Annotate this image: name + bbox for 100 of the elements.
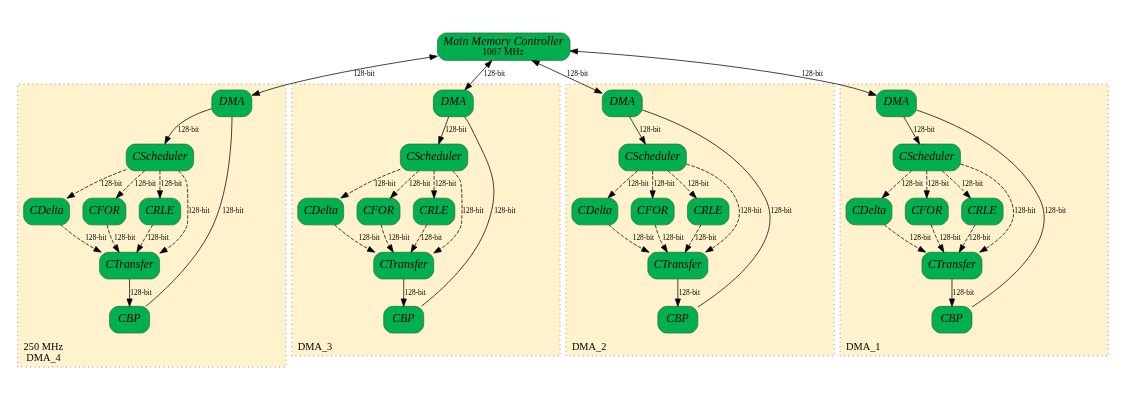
node-box: CFOR bbox=[630, 197, 675, 225]
edge-label: 128-bit bbox=[388, 232, 410, 242]
edge-label: 128-bit bbox=[408, 178, 431, 188]
edge-label: 128-bit bbox=[770, 205, 792, 215]
edge-label: 128-bit bbox=[969, 232, 991, 242]
connector bbox=[145, 116, 233, 307]
edge-label: 128-bit bbox=[462, 205, 484, 215]
edge-label: 128-bit bbox=[909, 232, 932, 242]
arrow bbox=[686, 163, 740, 253]
node-box: CBP bbox=[931, 305, 973, 333]
arrow bbox=[654, 224, 668, 253]
edge-label: 128-bit bbox=[445, 124, 467, 134]
node-box: CScheduler bbox=[618, 143, 687, 171]
node-box: CTransfer bbox=[921, 251, 983, 279]
node-box: DMA bbox=[876, 89, 917, 117]
node-box: CBP bbox=[383, 305, 425, 333]
arrow bbox=[390, 170, 420, 198]
edge-label: 128-bit bbox=[134, 178, 157, 188]
edge-label: 128-bit bbox=[85, 232, 107, 242]
node-box: CBP bbox=[109, 305, 150, 333]
arrow bbox=[930, 224, 945, 252]
edge-label: 128-bit bbox=[1044, 205, 1067, 215]
arrow bbox=[881, 170, 912, 198]
node-box: DMA bbox=[432, 89, 474, 117]
arrow bbox=[923, 170, 930, 199]
node-box: CFOR bbox=[904, 197, 949, 225]
node-box: CRLE bbox=[961, 197, 1004, 225]
node-box: DMA bbox=[601, 89, 643, 117]
edge-label: 128-bit bbox=[188, 205, 210, 215]
connector bbox=[421, 116, 495, 306]
arrow bbox=[136, 224, 153, 253]
node-box: CTransfer bbox=[373, 251, 435, 279]
arrow bbox=[903, 115, 920, 144]
edge-label: 128-bit bbox=[374, 178, 396, 188]
edge-label: 128-bit bbox=[353, 68, 375, 78]
edge-label: 128-bit bbox=[913, 124, 935, 134]
arrow bbox=[941, 170, 971, 198]
connector bbox=[916, 109, 1045, 307]
edge-label: 128-bit bbox=[566, 68, 589, 78]
edge-label: 128-bit bbox=[404, 287, 426, 296]
arrow bbox=[431, 170, 438, 199]
edge-label: 128-bit bbox=[434, 178, 457, 188]
edge-label: 128-bit bbox=[222, 205, 244, 215]
arrow bbox=[334, 224, 376, 253]
edge-label: 128-bit bbox=[420, 232, 443, 242]
edge-label: 128-bit bbox=[483, 68, 506, 78]
edge-label: 128-bit bbox=[939, 232, 961, 242]
arrow bbox=[115, 170, 146, 198]
arrow bbox=[674, 278, 681, 307]
arrow bbox=[60, 224, 102, 253]
arrow bbox=[569, 47, 877, 96]
node-box: CDelta bbox=[297, 197, 345, 225]
edge-label: 128-bit bbox=[100, 178, 123, 188]
edge-label: 128-bit bbox=[114, 232, 136, 242]
arrow bbox=[251, 53, 438, 96]
node-box: DMA bbox=[211, 89, 253, 117]
node-box: CBP bbox=[657, 305, 699, 333]
arrow bbox=[608, 224, 650, 253]
edge-label: 128-bit bbox=[952, 287, 975, 296]
arrow bbox=[164, 107, 213, 144]
edge-label: 128-bit bbox=[639, 124, 661, 134]
connector bbox=[642, 109, 771, 307]
arrow bbox=[106, 224, 120, 253]
edge-label: 128-bit bbox=[177, 124, 200, 134]
arrow bbox=[531, 59, 603, 94]
arrow bbox=[684, 224, 702, 253]
arrow bbox=[400, 278, 407, 307]
edge-label: 128-bit bbox=[494, 205, 516, 215]
node-box: CDelta bbox=[571, 197, 619, 225]
edge-label: 128-bit bbox=[653, 178, 675, 188]
node-box: Main Memory Controller 1067 MHz bbox=[437, 32, 571, 61]
arrow bbox=[883, 224, 927, 253]
arrow bbox=[667, 170, 697, 198]
edge-label: 128-bit bbox=[687, 178, 709, 188]
node-box: CScheduler bbox=[400, 143, 469, 171]
node-box: CRLE bbox=[412, 197, 456, 225]
arrow bbox=[958, 224, 976, 253]
node-box: CFOR bbox=[82, 197, 127, 225]
node-box: CDelta bbox=[845, 197, 893, 225]
arrow bbox=[464, 59, 493, 90]
node-box: CDelta bbox=[23, 197, 70, 225]
edge-label: 128-bit bbox=[694, 232, 717, 242]
edge-label: 128-bit bbox=[160, 178, 183, 188]
edge-label: 128-bit bbox=[1014, 205, 1036, 215]
node-box: CRLE bbox=[687, 197, 730, 225]
node-box: CRLE bbox=[138, 197, 182, 225]
arrow bbox=[649, 170, 656, 199]
arrow bbox=[66, 168, 127, 198]
edge-label: 128-bit bbox=[801, 68, 823, 78]
node-box: CFOR bbox=[356, 197, 401, 225]
arrow bbox=[960, 163, 1014, 253]
edge-label: 128-bit bbox=[627, 178, 649, 188]
arrow bbox=[340, 168, 401, 198]
edge-label: 128-bit bbox=[358, 232, 380, 242]
edge-label: 128-bit bbox=[740, 205, 762, 215]
edge-label: 128-bit bbox=[927, 178, 949, 188]
edge-label: 128-bit bbox=[678, 287, 700, 296]
arrow bbox=[380, 224, 394, 253]
node-box: CScheduler bbox=[125, 143, 195, 171]
node-box: CScheduler bbox=[892, 143, 961, 171]
